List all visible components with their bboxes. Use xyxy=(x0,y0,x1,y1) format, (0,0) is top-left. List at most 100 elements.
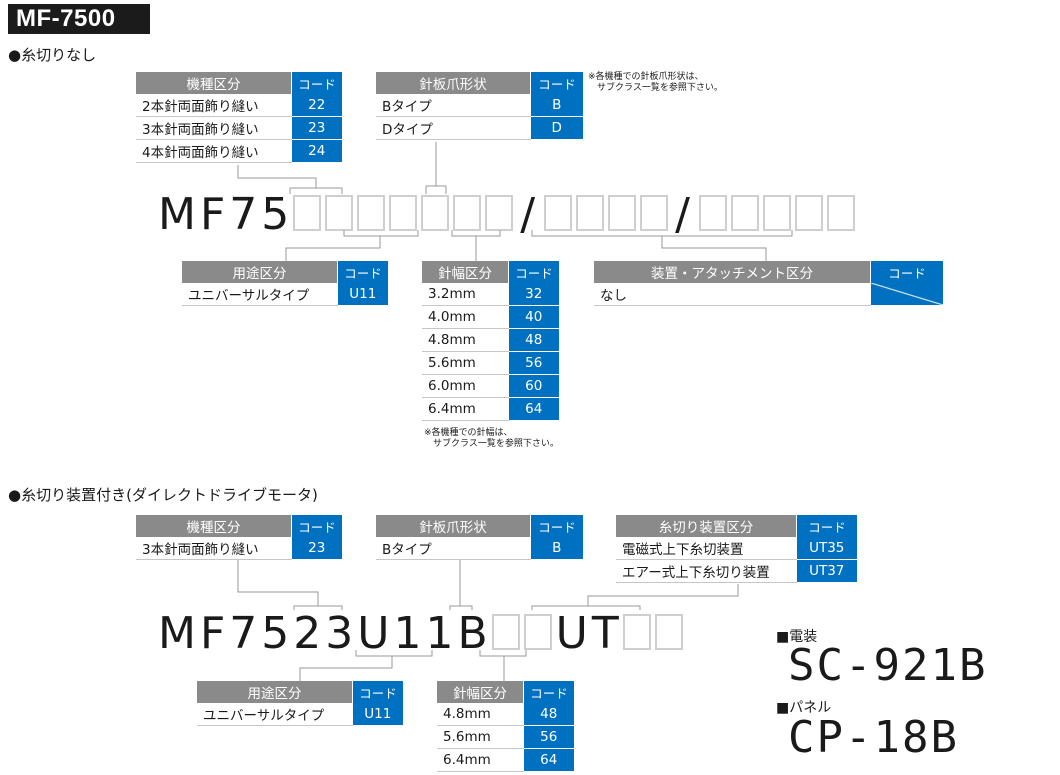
model-mid: UT xyxy=(555,608,623,659)
code-placeholder xyxy=(421,195,450,231)
row-label: なし xyxy=(594,283,871,306)
s1-model-code: MF75// xyxy=(158,193,859,237)
code-placeholder xyxy=(485,195,514,231)
row-label: 4.8mm xyxy=(422,328,509,352)
row-code: 24 xyxy=(291,139,342,163)
row-label: 4本針両面飾り縫い xyxy=(136,139,292,163)
row-label: 6.4mm xyxy=(437,748,524,772)
row-code: 23 xyxy=(291,537,342,560)
connector xyxy=(299,656,393,682)
code-header: コード xyxy=(337,261,388,283)
header: 機種区分 xyxy=(136,72,292,94)
model-prefix: MF7523U11B xyxy=(158,608,492,659)
row-code: 32 xyxy=(508,283,559,306)
connector xyxy=(479,650,527,657)
header: 針幅区分 xyxy=(422,261,509,283)
row-code: 64 xyxy=(508,397,559,421)
needle-plate-note: ※各機種での針板爪形状は、 サブクラス一覧を参照下さい。 xyxy=(588,72,723,93)
code-header: コード xyxy=(291,515,342,537)
row-label: 3.2mm xyxy=(422,283,509,306)
row-code: UT35 xyxy=(796,537,857,560)
code-header: コード xyxy=(530,515,583,537)
electrical-value: SC-921B xyxy=(788,640,988,691)
needle-gauge-note: ※各機種での針幅は、 サブクラス一覧を参照下さい。 xyxy=(424,428,559,449)
code-placeholder xyxy=(576,195,605,231)
connector xyxy=(661,236,767,262)
row-code: U11 xyxy=(337,283,388,306)
code-placeholder xyxy=(762,195,791,231)
row-label: ユニバーサルタイプ xyxy=(182,283,338,306)
row-label: 4.8mm xyxy=(437,703,524,726)
row-code: UT37 xyxy=(796,559,857,583)
code-header: コード xyxy=(523,681,574,703)
row-label: ユニバーサルタイプ xyxy=(197,703,353,726)
header: 装置・アタッチメント区分 xyxy=(594,261,871,283)
row-code: B xyxy=(530,537,583,560)
row-code: 56 xyxy=(523,725,574,749)
code-placeholder xyxy=(389,195,418,231)
row-label: 3本針両面飾り縫い xyxy=(136,537,292,560)
header: 針板爪形状 xyxy=(376,515,531,537)
connector xyxy=(237,165,317,188)
section2-heading: ●糸切り装置付き(ダイレクトドライブモータ) xyxy=(8,486,318,504)
row-label: 5.6mm xyxy=(422,351,509,375)
code-placeholder xyxy=(608,195,637,231)
panel-label: ■パネル xyxy=(776,700,832,716)
row-label: 5.6mm xyxy=(437,725,524,749)
electrical-label: ■電装 xyxy=(776,629,818,645)
connector xyxy=(449,605,473,610)
row-code: 23 xyxy=(291,116,342,140)
section1-heading: ●糸切りなし xyxy=(8,46,97,64)
table-row: なし xyxy=(594,283,943,306)
row-code: 48 xyxy=(508,328,559,352)
connector xyxy=(587,584,739,606)
header: 針幅区分 xyxy=(437,681,524,703)
code-placeholder xyxy=(622,614,651,650)
connector xyxy=(343,230,419,237)
row-code: 48 xyxy=(523,703,574,726)
row-label: 2本針両面飾り縫い xyxy=(136,94,292,117)
row-label: Bタイプ xyxy=(376,537,531,560)
header: 用途区分 xyxy=(182,261,338,283)
slash: / xyxy=(520,189,540,240)
connector xyxy=(355,650,433,657)
row-label: Bタイプ xyxy=(376,94,531,117)
row-code: 40 xyxy=(508,305,559,329)
connector xyxy=(289,187,343,194)
code-header: コード xyxy=(870,261,943,283)
row-code: 60 xyxy=(508,374,559,398)
connector xyxy=(531,605,641,610)
header: 針板爪形状 xyxy=(376,72,531,94)
connector xyxy=(531,230,793,237)
panel-value: CP-18B xyxy=(788,712,959,763)
code-placeholder xyxy=(654,614,683,650)
row-label: 3本針両面飾り縫い xyxy=(136,116,292,140)
code-placeholder xyxy=(544,195,573,231)
code-placeholder xyxy=(730,195,759,231)
code-placeholder xyxy=(491,614,520,650)
code-header: コード xyxy=(508,261,559,283)
header: 糸切り装置区分 xyxy=(616,515,797,537)
header: 用途区分 xyxy=(197,681,353,703)
code-placeholder xyxy=(794,195,823,231)
